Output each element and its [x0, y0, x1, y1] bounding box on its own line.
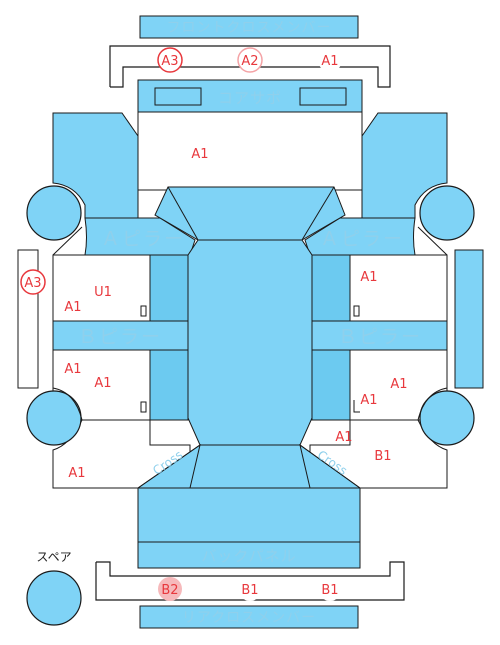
front-cross-member-label: フロントクロスメンバー	[167, 20, 332, 36]
mark-front-member-mid[interactable]: A2	[241, 54, 258, 69]
mark-left-front-door-a[interactable]: A1	[64, 300, 81, 315]
front-member-bracket	[109, 45, 391, 88]
mark-front-member-left[interactable]: A3	[161, 54, 178, 69]
mark-left-rear-quarter[interactable]: A1	[68, 466, 85, 481]
mark-left-rear-door-2[interactable]: A1	[94, 376, 111, 391]
left-rear-wheel[interactable]	[26, 390, 82, 446]
engine-bay	[137, 112, 363, 191]
windshield-left-edge	[167, 186, 199, 241]
left-front-fender[interactable]	[52, 112, 139, 219]
rear-member-bracket	[95, 561, 405, 601]
mark-right-rear-door-1[interactable]: A1	[390, 377, 407, 392]
mark-rear-member-mid[interactable]: B1	[241, 583, 258, 598]
mark-left-side-circle	[20, 269, 46, 295]
mark-front-member-right-bg	[318, 48, 342, 72]
right-front-door-handle	[353, 305, 360, 317]
right-front-door[interactable]	[349, 254, 448, 322]
right-b-pillar[interactable]	[311, 320, 448, 351]
right-front-wheel[interactable]	[419, 185, 475, 241]
mark-right-rear-quarter-a[interactable]: A1	[335, 430, 352, 445]
core-support-label: コアサポ	[218, 89, 282, 107]
left-rear-door-handle	[140, 401, 147, 413]
mark-right-rear-quarter-b[interactable]: B1	[374, 449, 391, 464]
left-b-pillar-label: Ｂピラー	[78, 326, 162, 348]
windshield-right-edge	[301, 186, 335, 241]
right-a-pillar[interactable]	[304, 217, 416, 256]
spare-tire[interactable]	[26, 570, 82, 626]
core-support-right-slot	[299, 87, 347, 106]
right-b-pillar-label: Ｂピラー	[338, 326, 422, 348]
mark-right-rear-door-2[interactable]: A1	[360, 393, 377, 408]
mark-front-member-mid-circle	[237, 47, 263, 73]
spare-label: スペア	[36, 550, 71, 564]
front-cross-member[interactable]	[139, 15, 359, 39]
mark-front-inner[interactable]: A1	[191, 147, 208, 162]
right-rear-door-handle	[353, 400, 360, 413]
back-panel-label: バックパネル	[201, 547, 296, 565]
mark-rear-member-right[interactable]: B1	[321, 583, 338, 598]
mark-right-front-door[interactable]: A1	[360, 270, 377, 285]
core-support[interactable]	[137, 79, 363, 113]
mark-left-rear-door-1[interactable]: A1	[64, 362, 81, 377]
right-rear-wheel-arch	[417, 387, 448, 421]
left-rear-wheel-arch	[52, 387, 83, 421]
mark-rear-member-left[interactable]: B2	[161, 583, 178, 598]
mark-front-member-left-circle	[157, 47, 183, 73]
core-support-left-slot	[154, 87, 202, 106]
mark-rear-member-mid-bg	[238, 577, 262, 601]
left-a-pillar-label: Ａピラー	[101, 228, 185, 250]
back-panel[interactable]	[137, 541, 361, 569]
mark-left-side[interactable]: A3	[24, 276, 41, 291]
mark-rear-member-left-circle	[158, 577, 182, 601]
left-b-pillar[interactable]	[52, 320, 189, 351]
right-a-pillar-label: Ａピラー	[320, 228, 404, 250]
rear-cross-member[interactable]	[139, 605, 359, 629]
right-front-fender[interactable]	[361, 112, 448, 219]
mark-left-front-door-u[interactable]: U1	[94, 285, 112, 300]
left-a-pillar[interactable]	[84, 217, 196, 256]
left-front-door-handle	[140, 305, 147, 317]
rear-cross-member-label: リアクロスメンバー	[182, 610, 316, 626]
left-front-door[interactable]	[52, 254, 151, 322]
left-front-wheel[interactable]	[26, 185, 82, 241]
right-rocker-panel[interactable]	[454, 249, 484, 389]
mark-front-member-right[interactable]: A1	[321, 54, 338, 69]
mark-rear-member-right-bg	[318, 577, 342, 601]
